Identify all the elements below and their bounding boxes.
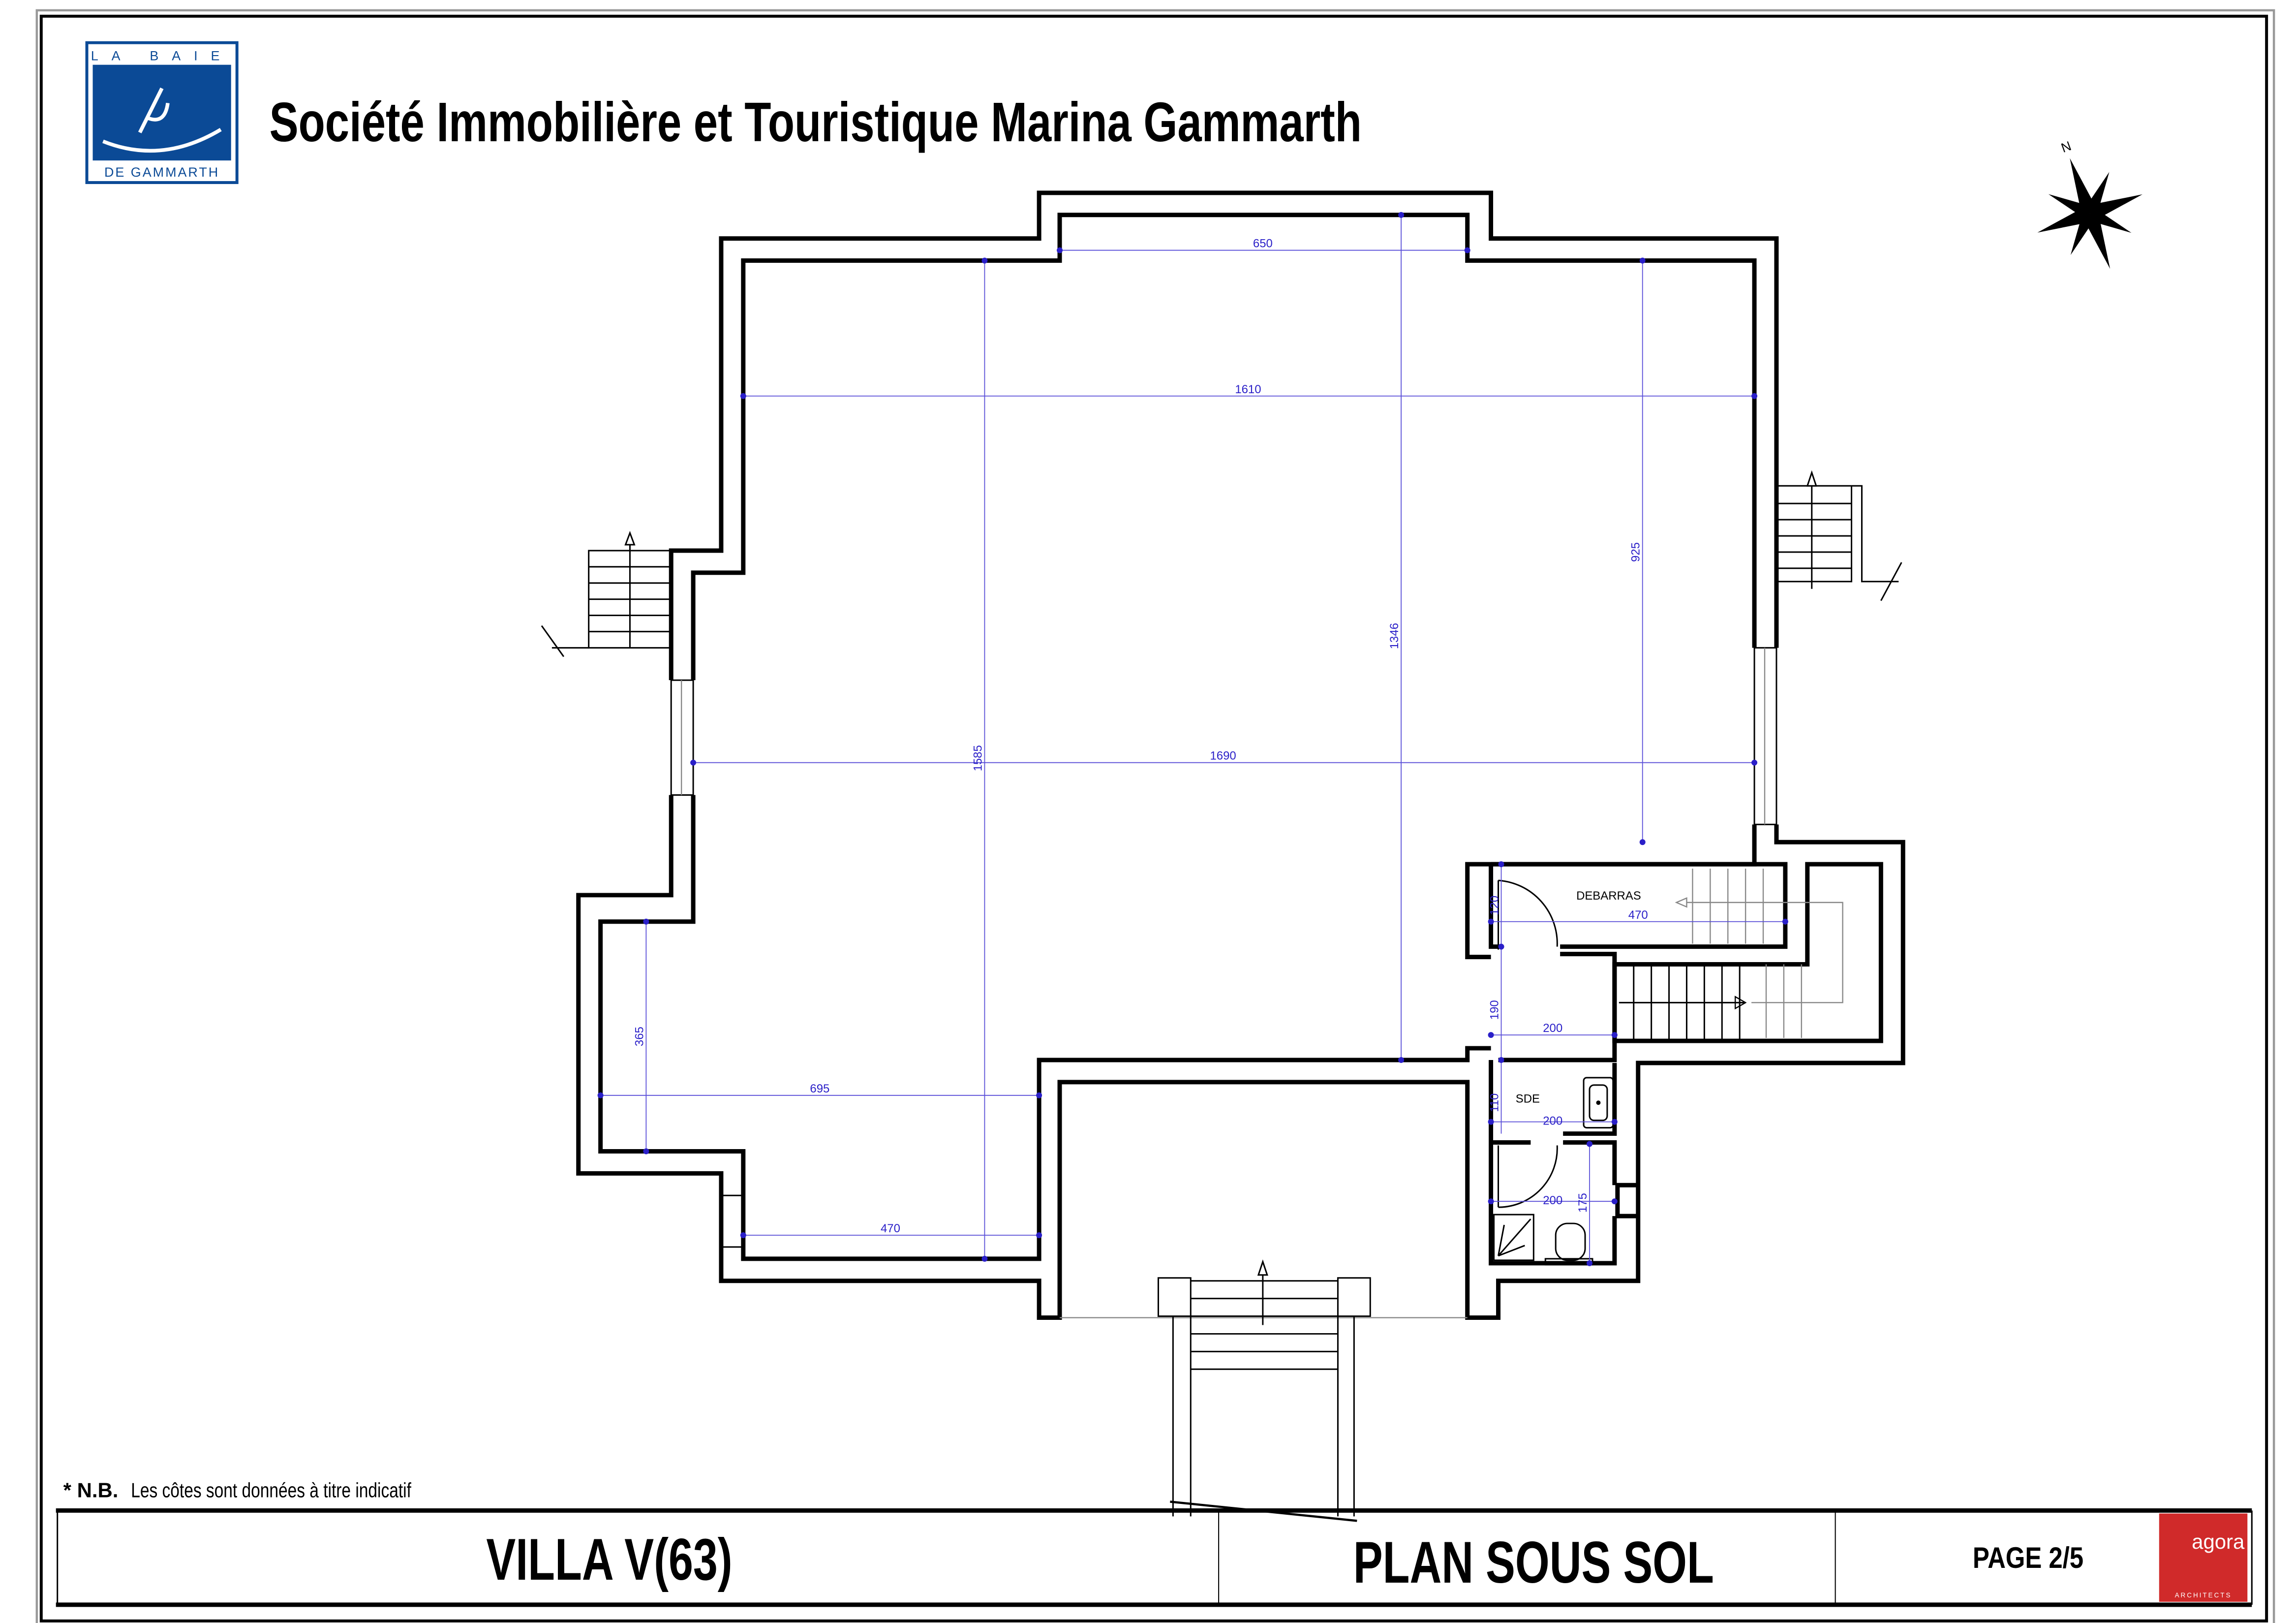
dim-1690: 1690 [1210, 749, 1236, 763]
disclaimer-note: * N.B. Les côtes sont données à titre in… [63, 1479, 412, 1502]
dim-925: 925 [1629, 542, 1643, 562]
brand-subtitle: ARCHITECTS [2175, 1592, 2232, 1599]
room-label-debarras: DEBARRAS [1576, 889, 1641, 903]
agora-architects-logo: agora ARCHITECTS [2159, 1513, 2248, 1602]
entrance-stairs [1157, 1259, 1371, 1522]
north-label: N [2059, 138, 2073, 156]
company-title: Société Immobilière et Touristique Marin… [269, 91, 1361, 154]
logo-bottom-text: DE GAMMARTH [104, 165, 219, 180]
note-prefix: * N.B. [63, 1479, 119, 1502]
sheet-border [39, 14, 2268, 1623]
room-label-sde: SDE [1516, 1092, 1540, 1106]
dim-200-hall: 200 [1543, 1022, 1562, 1035]
note-text: Les côtes sont données à titre indicatif [131, 1479, 411, 1502]
plan-title: PLAN SOUS SOL [1353, 1530, 1714, 1596]
dim-365: 365 [633, 1027, 646, 1046]
dim-1585: 1585 [971, 745, 984, 771]
doors [1498, 879, 1558, 1208]
sink-icon [1583, 1077, 1614, 1129]
exterior-stairs-west [541, 531, 672, 657]
logo-top-text: LA BAIE [91, 49, 233, 63]
dimension-lines: 650 1610 1690 925 1346 1585 365 695 470 … [597, 212, 1788, 1266]
dim-110: 110 [1488, 1093, 1501, 1112]
dim-1610: 1610 [1235, 383, 1261, 396]
dim-175: 175 [1576, 1193, 1590, 1213]
north-arrow-icon: N [2037, 138, 2143, 269]
dim-695: 695 [810, 1082, 829, 1095]
dim-1346: 1346 [1388, 623, 1401, 649]
exterior-stairs-east [1776, 470, 1902, 601]
shower-icon [1493, 1214, 1534, 1261]
dim-470-debarras: 470 [1628, 908, 1648, 922]
outer-frame [35, 9, 2275, 1623]
dim-200-sde: 200 [1543, 1115, 1562, 1128]
dim-200-bath: 200 [1543, 1194, 1562, 1207]
page-number: PAGE 2/5 [1973, 1541, 2083, 1574]
interior-stairs [1619, 869, 1843, 1041]
title-block: VILLA V(63) PLAN SOUS SOL PAGE 2/5 agora… [56, 1508, 2253, 1607]
dim-470-south: 470 [881, 1222, 900, 1235]
dim-120: 120 [1488, 896, 1501, 915]
brand-name: agora [2192, 1530, 2245, 1553]
toilet-icon [1544, 1222, 1593, 1266]
dim-650: 650 [1253, 237, 1273, 250]
logo-la-baie-de-gammarth: LA BAIE DE GAMMARTH [85, 41, 239, 184]
walls [576, 190, 1905, 1320]
villa-label: VILLA V(63) [486, 1527, 732, 1593]
dim-190: 190 [1488, 1000, 1501, 1020]
